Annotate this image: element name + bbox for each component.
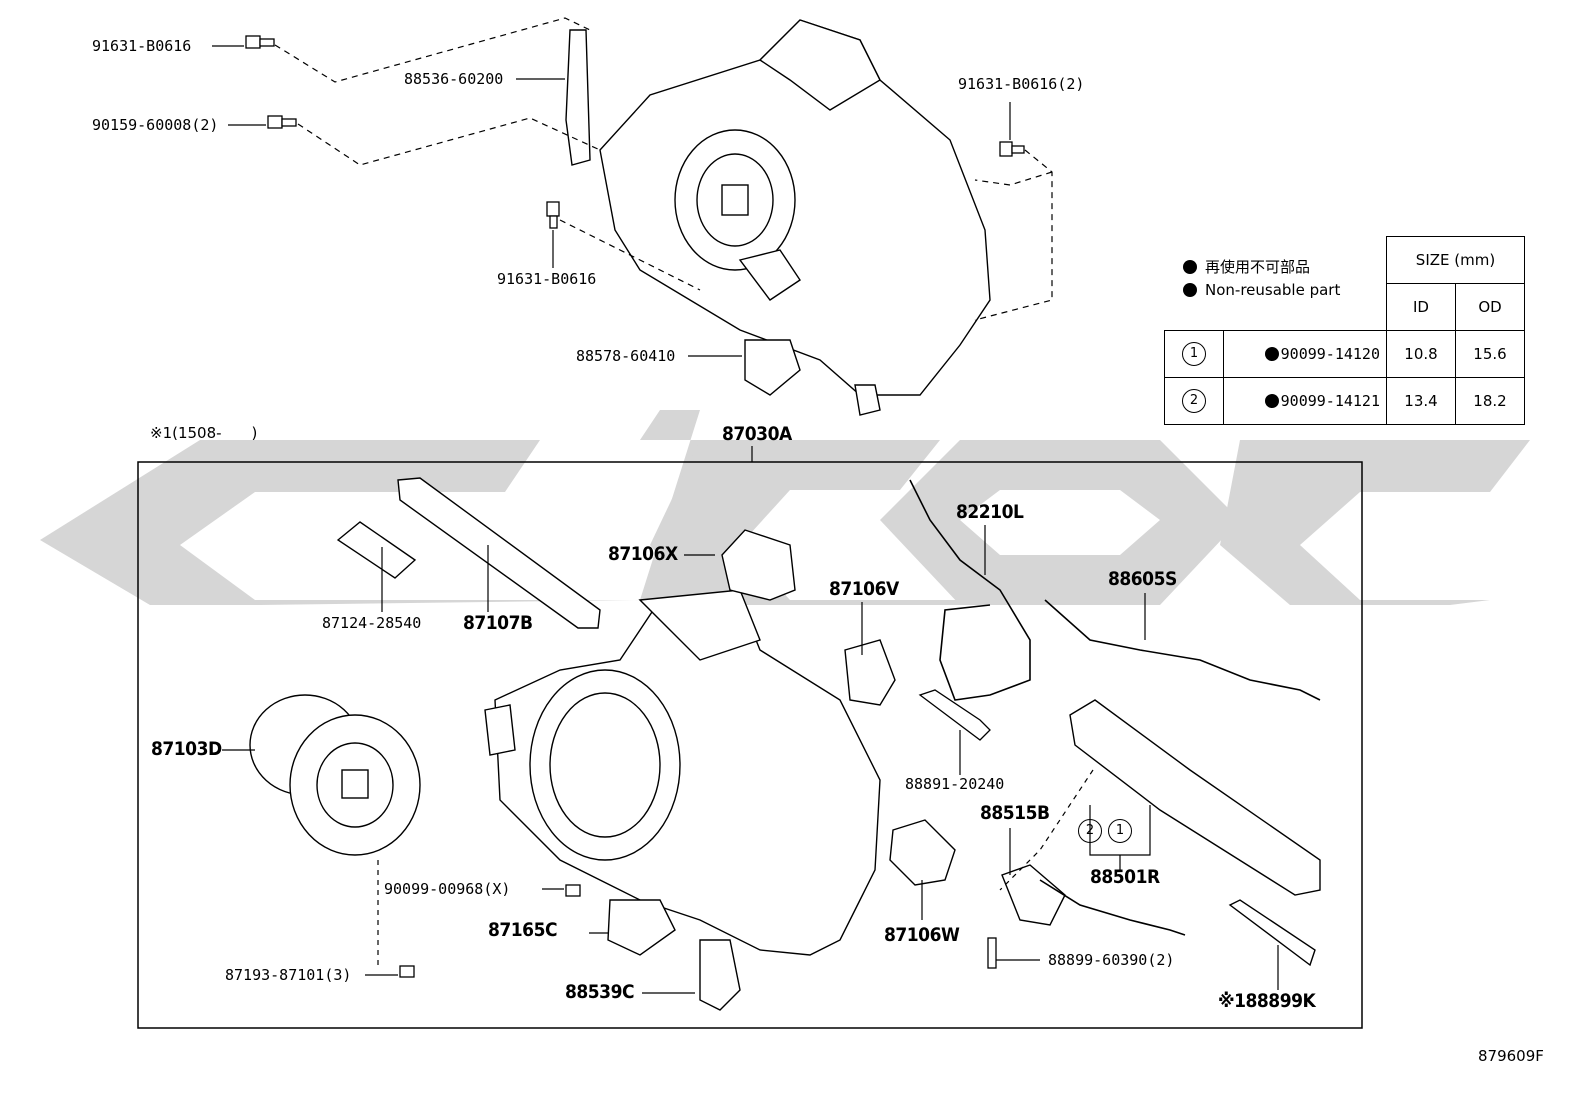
wire-harnesses [909,479,1321,936]
plate-87124 [336,521,417,579]
label-87124-28540: 87124-28540 [322,614,422,632]
label-90099-00968: 90099-00968(X) [384,880,511,898]
bracket-88536 [565,29,591,166]
legend-non-reusable-jp: 再使用不可部品 [1183,256,1310,277]
label-87107b: 87107B [463,612,533,634]
evaporator-88501r [1069,699,1321,967]
callout-2-icon: 2 [1078,819,1102,843]
top-blower-housing [599,19,991,416]
filter-87107b [397,477,601,629]
filled-dot-icon [1183,283,1197,297]
label-88891-20240: 88891-20240 [905,775,1005,793]
label-88899-60390: 88899-60390(2) [1048,951,1175,969]
actuators [721,529,1066,926]
label-88605s: 88605S [1108,568,1177,590]
size-table: SIZE (mm) ID OD 1 90099-14120 10.8 15.6 … [1164,236,1525,425]
label-87106w: 87106W [884,924,960,946]
label-90159-60008: 90159-60008(2) [92,116,219,134]
callout-1-icon: 1 [1108,819,1132,843]
label-91631-b0616-2: 91631-B0616(2) [958,75,1085,93]
label-88899k: ※188899K [1218,990,1316,1012]
label-87165c: 87165C [488,919,558,941]
label-88539c: 88539C [565,981,635,1003]
legend-non-reusable-en: Non-reusable part [1183,281,1340,299]
label-91631-b0616-c: 91631-B0616 [497,270,597,288]
label-87106v: 87106V [829,578,899,600]
label-88501r: 88501R [1090,866,1160,888]
assembly-frame [137,461,1363,1029]
label-88515b: 88515B [980,802,1050,824]
callout-1-icon: 1 [1182,342,1206,366]
label-88578-60410: 88578-60410 [576,347,676,365]
label-88536-60200: 88536-60200 [404,70,504,88]
size-header: SIZE (mm) [1386,236,1525,284]
filled-dot-icon [1183,260,1197,274]
col-id: ID [1386,283,1456,331]
table-row: 2 90099-14121 13.4 18.2 [1164,377,1525,425]
top-leaders [212,17,1053,357]
top-screws [245,35,1025,229]
label-82210l: 82210L [956,501,1024,523]
main-screws [399,884,997,978]
label-87106x: 87106X [608,543,678,565]
label-87193-87101: 87193-87101(3) [225,966,352,984]
label-87030a: 87030A [722,423,792,445]
sensor-88891 [918,689,991,741]
filled-dot-icon [1264,394,1279,408]
label-91631-b0616-a: 91631-B0616 [92,37,192,55]
filled-dot-icon [1264,347,1279,361]
col-od: OD [1455,283,1525,331]
callout-2-icon: 2 [1182,389,1206,413]
note-1508: ※1(1508- ) [150,424,258,442]
main-leaders [222,525,1279,994]
blower-motor-87103d [249,694,421,856]
label-87103d: 87103D [151,738,222,760]
table-row: 1 90099-14120 10.8 15.6 [1164,330,1525,378]
drawing-id: 879609F [1478,1047,1544,1065]
main-blower-housing [484,589,881,1011]
